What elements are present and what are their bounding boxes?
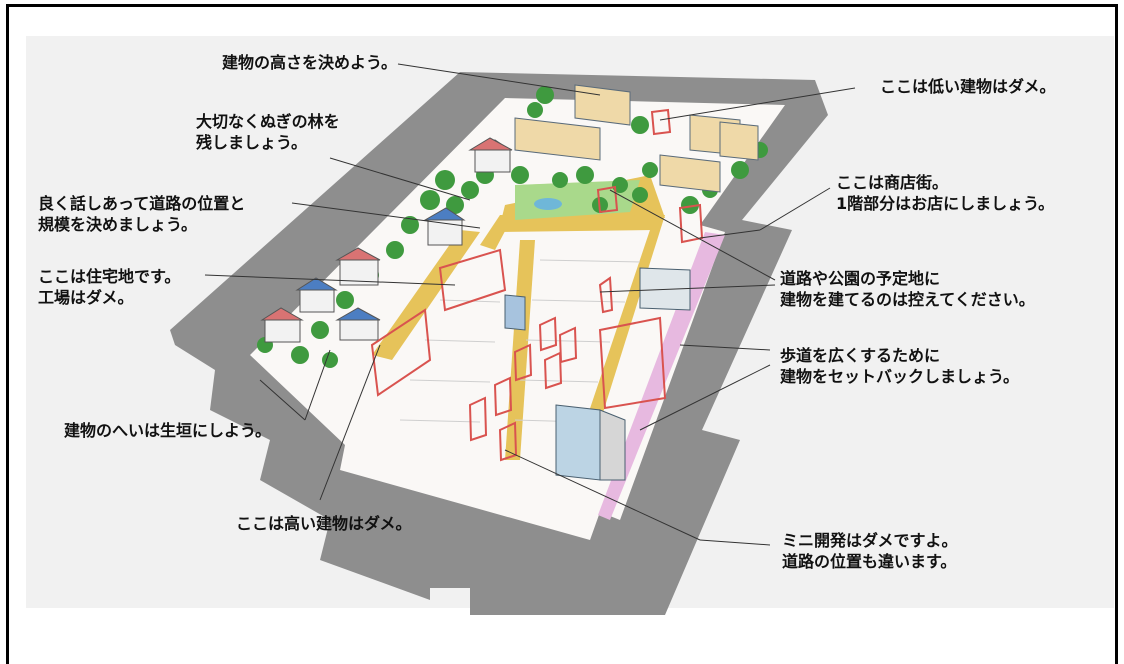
annotation-planned-site-line2: 建物を建てるのは控えてください。 [780, 290, 1035, 309]
lot-grid [399, 259, 641, 423]
town-planning-illustration [170, 63, 856, 615]
annotation-keep-forest-line1: 大切なくぬぎの林を [196, 112, 340, 131]
sidewalk [598, 232, 725, 520]
houses [260, 137, 513, 343]
annotation-road-position-line2: 規模を決めましょう。 [38, 215, 198, 234]
outer-frame [6, 4, 1118, 664]
annotation-hedge-fence: 建物のへいは生垣にしよう。 [64, 421, 272, 440]
annotation-mini-dev-line2: 道路の位置も違います。 [782, 552, 957, 571]
annotation-road-position-line1: 良く話しあって道路の位置と [38, 194, 246, 213]
annotation-building-height: 建物の高さを決めよう。 [222, 53, 398, 72]
annotation-low-building-no: ここは低い建物はダメ。 [880, 77, 1056, 96]
annotation-planned-site-line1: 道路や公園の予定地に [780, 269, 941, 288]
callout-lines [204, 63, 856, 546]
annotation-setback-line1: 歩道を広くするために [780, 346, 941, 365]
annotation-high-building-no: ここは高い建物はダメ。 [236, 514, 412, 533]
annotation-shopping-street-line2: 1階部分はお店にしましょう。 [836, 194, 1055, 213]
annotation-shopping-street-line1: ここは商店街。 [836, 173, 949, 192]
annotation-mini-dev-line1: ミニ開発はダメですよ。 [782, 531, 958, 550]
apartment-blocks [514, 84, 759, 193]
annotation-residential-line1: ここは住宅地です。 [38, 267, 181, 286]
annotation-setback-line2: 建物をセットバックしましょう。 [780, 367, 1020, 386]
annotation-residential-line2: 工場はダメ。 [38, 288, 134, 307]
annotation-keep-forest-line2: 残しましょう。 [196, 133, 308, 152]
